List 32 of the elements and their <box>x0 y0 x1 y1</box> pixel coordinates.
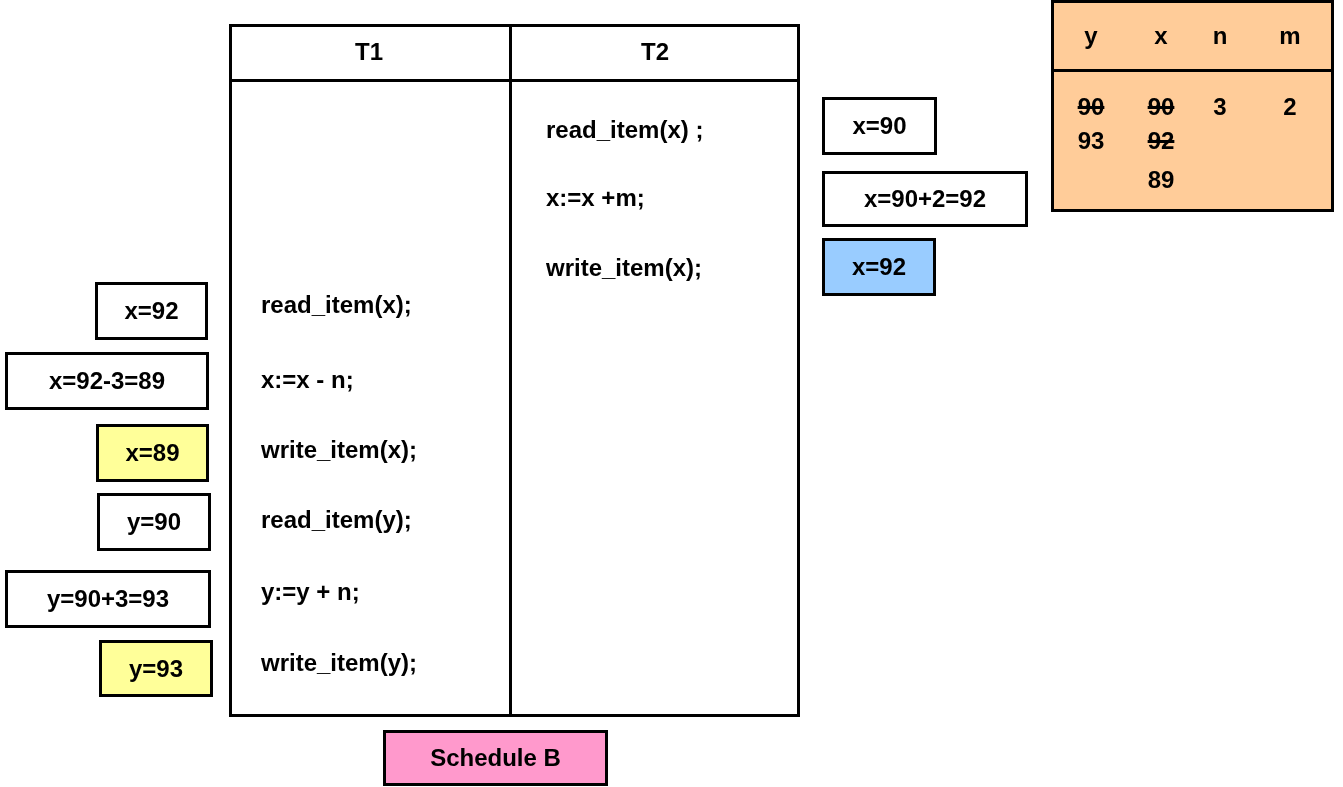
caption-box: Schedule B <box>383 730 608 786</box>
code-line: read_item(x) ; <box>546 118 704 142</box>
table-value: 90 <box>1147 95 1175 119</box>
code-line: y:=y + n; <box>261 580 360 604</box>
value-box: x=89 <box>96 424 209 482</box>
code-line: x:=x +m; <box>546 186 645 210</box>
value-box: x=90+2=92 <box>822 171 1028 227</box>
code-line: read_item(y); <box>261 508 412 532</box>
column-header: y <box>1084 24 1098 48</box>
table-value: 90 <box>1077 95 1105 119</box>
value-box: y=90+3=93 <box>5 570 211 628</box>
value-box: x=92 <box>95 282 208 340</box>
column-header: m <box>1279 24 1301 48</box>
table-value: 2 <box>1283 95 1297 119</box>
code-line: x:=x - n; <box>261 368 354 392</box>
table-value: 92 <box>1147 129 1175 153</box>
value-box: x=92-3=89 <box>5 352 209 410</box>
value-box: x=90 <box>822 97 937 155</box>
column-header: n <box>1212 24 1228 48</box>
column-header: x <box>1154 24 1168 48</box>
value-box: y=90 <box>97 493 211 551</box>
code-line: write_item(x); <box>261 438 418 462</box>
code-line: read_item(x); <box>261 293 412 317</box>
table-value: 3 <box>1213 95 1227 119</box>
column-header: T1 <box>355 40 383 64</box>
value-box: y=93 <box>99 640 213 697</box>
table-value: 89 <box>1147 168 1175 192</box>
column-header: T2 <box>641 40 669 64</box>
code-line: write_item(y); <box>261 651 418 675</box>
code-line: write_item(x); <box>546 256 703 280</box>
value-box: x=92 <box>822 238 936 296</box>
table-value: 93 <box>1077 129 1105 153</box>
